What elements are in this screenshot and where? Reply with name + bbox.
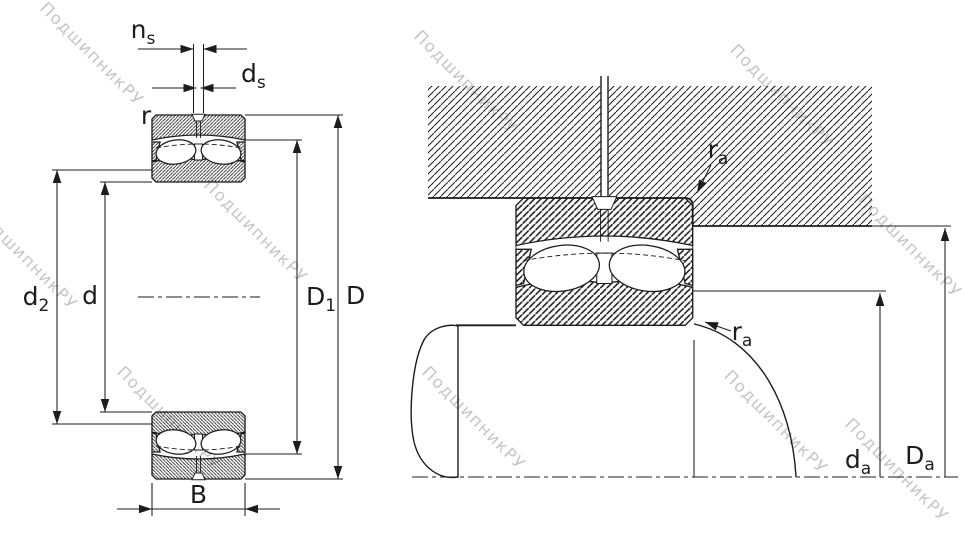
watermark-layer: ПодшипникРУ ПодшипникРУ ПодшипникРУ Подш… — [0, 0, 965, 526]
leader-arrow — [696, 164, 712, 194]
dim-label-d2: d2 — [23, 282, 50, 316]
bearing-upper-half — [151, 113, 246, 183]
watermark-text: ПодшипникРУ — [720, 366, 831, 477]
shaft-abutment-contour — [693, 323, 797, 478]
left-view-bearing-section: ns ds r d2 d D1 — [23, 15, 365, 516]
shaft-broken-section — [410, 324, 459, 479]
dim-ra-bottom: ra — [704, 317, 753, 351]
dim-label-ra-top: ra — [708, 135, 729, 169]
mounted-bearing-half — [514, 195, 694, 327]
dim-label-Da: Da — [905, 441, 935, 475]
dim-label-ra-bottom: ra — [732, 317, 753, 351]
dim-B: B — [117, 480, 280, 516]
dim-label-ds: ds — [241, 59, 266, 93]
dim-Da: Da — [872, 225, 951, 477]
watermark-text: ПодшипникРУ — [418, 362, 529, 473]
dim-label-ns: ns — [131, 15, 156, 49]
dim-ds: ds — [152, 59, 266, 93]
dim-D1: D1 — [245, 139, 336, 455]
dim-D: D — [245, 114, 365, 480]
bearing-lower-half — [151, 411, 246, 481]
dim-label-d: d — [82, 281, 98, 310]
dim-ra-top: ra — [696, 135, 729, 194]
housing-section — [428, 86, 872, 226]
watermark-text: ПодшипникРУ — [200, 175, 311, 286]
dim-label-B: B — [190, 480, 207, 509]
dim-label-r: r — [141, 101, 152, 130]
dim-da: da — [692, 290, 886, 479]
dim-label-D1: D1 — [306, 282, 336, 316]
dim-label-da: da — [845, 445, 871, 479]
dim-ns: ns — [131, 15, 247, 113]
right-view-mounting: ra ra da Da — [410, 76, 958, 479]
dim-d: d — [82, 181, 152, 413]
lubrication-hole — [601, 85, 608, 198]
dim-d2: d2 — [23, 169, 152, 425]
leader-arrow — [704, 321, 732, 332]
dim-label-D: D — [346, 281, 365, 310]
